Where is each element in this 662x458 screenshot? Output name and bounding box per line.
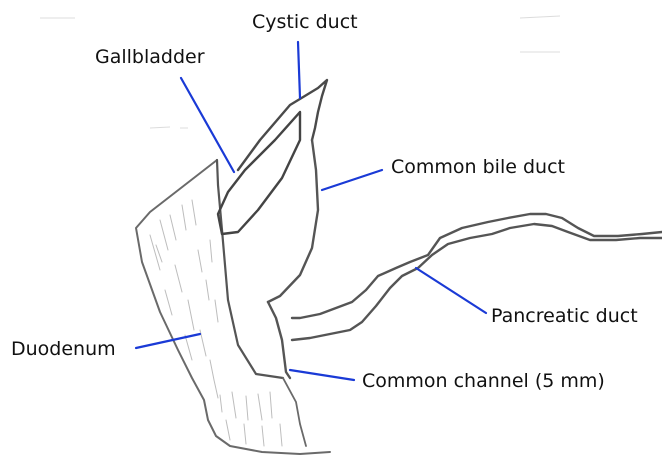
- pancreatic-duct-upper: [292, 214, 662, 318]
- label-common-bile-duct: Common bile duct: [391, 156, 565, 178]
- label-common-channel: Common channel (5 mm): [362, 370, 605, 392]
- common-bile-duct-contour: [268, 140, 318, 302]
- duodenum-lower-edge: [283, 378, 306, 446]
- leader-line-pancreatic-duct: [416, 268, 486, 313]
- common-bile-duct-lower: [268, 302, 290, 378]
- leader-line-duodenum: [136, 334, 200, 348]
- leader-line-common-bile-duct: [322, 170, 382, 190]
- leader-line-gallbladder: [181, 78, 234, 172]
- duodenum-shading: [150, 200, 282, 446]
- label-gallbladder: Gallbladder: [95, 46, 205, 68]
- label-pancreatic-duct: Pancreatic duct: [491, 305, 638, 327]
- duodenum-drawing: [136, 160, 330, 454]
- gallbladder-contour: [218, 112, 300, 234]
- label-cystic-duct: Cystic duct: [252, 11, 358, 33]
- leader-line-common-channel: [290, 370, 354, 380]
- leader-line-cystic-duct: [298, 42, 300, 98]
- label-duodenum: Duodenum: [11, 338, 116, 360]
- duodenum-outer-contour: [136, 160, 330, 454]
